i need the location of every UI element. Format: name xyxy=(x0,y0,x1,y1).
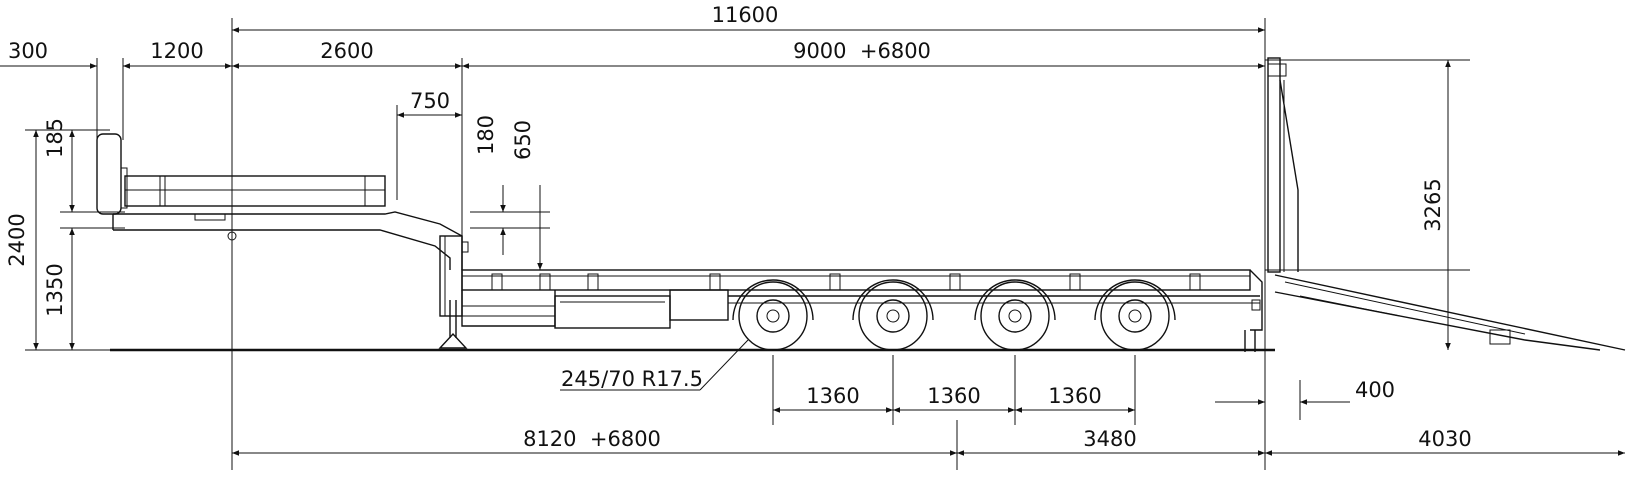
axle-group xyxy=(732,279,1176,351)
label-deck-step-height: 180 xyxy=(474,115,498,155)
wheel-1 xyxy=(732,279,814,351)
label-deck-length: 9000 +6800 xyxy=(793,39,931,63)
dimension-lines xyxy=(0,27,1625,456)
label-axle-spacing-1: 1360 xyxy=(806,384,859,408)
label-gooseneck-front: 1200 xyxy=(150,39,203,63)
extension-lines xyxy=(25,18,1470,470)
gooseneck-upper-beam xyxy=(124,175,386,207)
rear-ramp-lowered xyxy=(1274,274,1626,351)
label-step-length: 750 xyxy=(410,89,450,113)
main-deck xyxy=(461,269,1251,291)
label-tire-size: 245/70 R17.5 xyxy=(561,367,703,391)
dimension-labels: 11600 300 1200 2600 9000 +6800 750 185 2… xyxy=(5,3,1472,451)
label-front-overhang: 300 xyxy=(8,39,48,63)
label-axle-spacing-3: 1360 xyxy=(1048,384,1101,408)
label-axle-spacing-2: 1360 xyxy=(927,384,980,408)
label-ramp-height: 3265 xyxy=(1421,178,1445,231)
gooseneck-lower-frame xyxy=(113,211,463,270)
wheel-3 xyxy=(974,279,1056,351)
label-total-height: 2400 xyxy=(5,213,29,266)
tire-leader xyxy=(699,339,749,391)
trailer-body xyxy=(96,133,1263,352)
gooseneck-front-plate xyxy=(96,133,122,215)
label-wheelbase: 8120 +6800 xyxy=(523,427,661,451)
label-rear-overhang: 3480 xyxy=(1083,427,1136,451)
label-coupling-height: 1350 xyxy=(43,263,67,316)
wheel-4 xyxy=(1094,279,1176,351)
rear-ramp-raised xyxy=(1267,57,1299,273)
tool-box xyxy=(554,295,671,329)
label-gooseneck-length: 2600 xyxy=(320,39,373,63)
label-ramp-offset: 400 xyxy=(1355,378,1395,402)
label-deck-height: 650 xyxy=(511,120,535,160)
label-gooseneck-top: 185 xyxy=(43,118,67,158)
wheel-2 xyxy=(852,279,934,351)
label-ramp-length: 4030 xyxy=(1418,427,1471,451)
label-overall-length: 11600 xyxy=(712,3,779,27)
landing-leg xyxy=(438,300,468,349)
